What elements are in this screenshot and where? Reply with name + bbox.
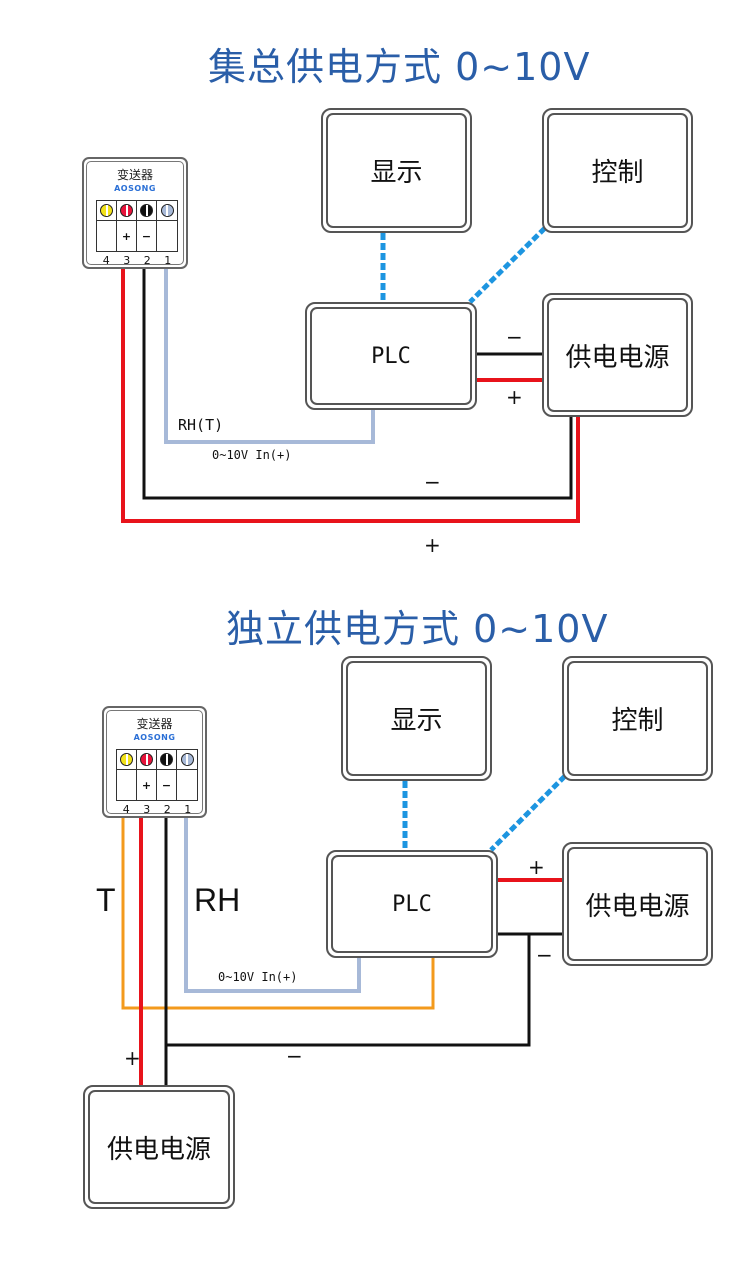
terminal-3-screw-icon: [120, 204, 133, 217]
terminal-4-number: 4: [122, 803, 130, 816]
s1-negative-loop-wire: [142, 268, 573, 500]
terminal-1-number: 1: [184, 803, 192, 816]
display-label: 显示: [346, 661, 487, 776]
s2-signal-input-label: 0~10V In(+): [218, 970, 298, 984]
s2-rh-wire-label: RH: [194, 882, 241, 918]
terminal-4-screw-icon: [120, 753, 133, 766]
terminal-1-screw-icon: [180, 753, 194, 766]
display-label: 显示: [326, 113, 467, 228]
terminal-2-sign: −: [137, 221, 157, 251]
terminal-numbers: 4 3 2 1: [96, 254, 178, 267]
s2-transmitter: 变送器 AOSONG + − 4 3 2 1: [102, 706, 207, 818]
s2-power-supply-bottom-box: 供电电源: [83, 1085, 235, 1209]
s2-plc-psu-minus-label: −: [536, 943, 553, 967]
s1-control-box: 控制: [542, 108, 693, 233]
s2-control-plc-link: [489, 774, 567, 852]
s2-t-signal-wire: [121, 817, 435, 1010]
terminal-block: + −: [116, 749, 198, 801]
s2-rh-signal-wire: [184, 817, 361, 993]
s2-plc-box: PLC: [326, 850, 498, 958]
s1-plc-psu-minus-label: −: [506, 325, 523, 349]
transmitter-brand: AOSONG: [114, 184, 156, 193]
terminal-4-screw-icon: [100, 204, 113, 217]
s1-loop-plus-label: +: [424, 533, 441, 557]
s1-plc-box: PLC: [305, 302, 477, 410]
s1-signal-name-label: RH(T): [178, 416, 224, 434]
s2-ground-minus-label: −: [286, 1044, 303, 1068]
terminal-2-screw-icon: [160, 753, 173, 766]
terminal-4-sign: [117, 770, 137, 800]
s1-display-box: 显示: [321, 108, 472, 233]
power-supply-label: 供电电源: [567, 847, 708, 961]
s1-signal-input-label: 0~10V In(+): [212, 448, 292, 462]
terminal-2-number: 2: [143, 254, 151, 267]
terminal-3-number: 3: [143, 803, 151, 816]
power-supply-label: 供电电源: [547, 298, 688, 412]
control-label: 控制: [547, 113, 688, 228]
terminal-3-screw-icon: [140, 753, 153, 766]
plc-label: PLC: [310, 307, 472, 405]
terminal-block: + −: [96, 200, 178, 252]
terminal-3-sign: +: [117, 221, 137, 251]
terminal-numbers: 4 3 2 1: [116, 803, 198, 816]
s2-power-supply-right-box: 供电电源: [562, 842, 713, 966]
s1-control-plc-link: [468, 226, 547, 304]
s2-display-box: 显示: [341, 656, 492, 781]
transmitter-name: 变送器: [116, 168, 153, 182]
s1-rh-signal-wire: [164, 268, 375, 444]
terminal-1-screw-icon: [160, 204, 174, 217]
control-label: 控制: [567, 661, 708, 776]
power-supply-label: 供电电源: [88, 1090, 230, 1204]
terminal-1-sign: [157, 221, 177, 251]
s2-t-wire-label: T: [96, 882, 116, 918]
terminal-2-screw-icon: [140, 204, 153, 217]
s2-plc-psu-plus-label: +: [528, 855, 545, 879]
section1-title: 集总供电方式 0~10V: [208, 45, 591, 89]
terminal-3-number: 3: [123, 254, 131, 267]
terminal-2-number: 2: [163, 803, 171, 816]
terminal-1-number: 1: [164, 254, 172, 267]
s1-positive-loop-wire: [121, 268, 580, 523]
transmitter-brand: AOSONG: [133, 733, 176, 742]
plc-label: PLC: [331, 855, 493, 953]
terminal-4-sign: [97, 221, 117, 251]
s1-loop-minus-label: −: [424, 470, 441, 494]
transmitter-name: 变送器: [136, 717, 173, 731]
s2-control-box: 控制: [562, 656, 713, 781]
s1-plc-psu-plus-label: +: [506, 385, 523, 409]
s1-transmitter: 变送器 AOSONG + − 4 3 2 1: [82, 157, 188, 269]
terminal-3-sign: +: [137, 770, 157, 800]
s2-negative-return-wire: [166, 934, 531, 1047]
s1-power-supply-box: 供电电源: [542, 293, 693, 417]
terminal-2-sign: −: [157, 770, 177, 800]
terminal-1-sign: [177, 770, 197, 800]
section2-title: 独立供电方式 0~10V: [226, 607, 609, 651]
terminal-4-number: 4: [102, 254, 110, 267]
s2-psu-plus-label: +: [124, 1046, 141, 1070]
